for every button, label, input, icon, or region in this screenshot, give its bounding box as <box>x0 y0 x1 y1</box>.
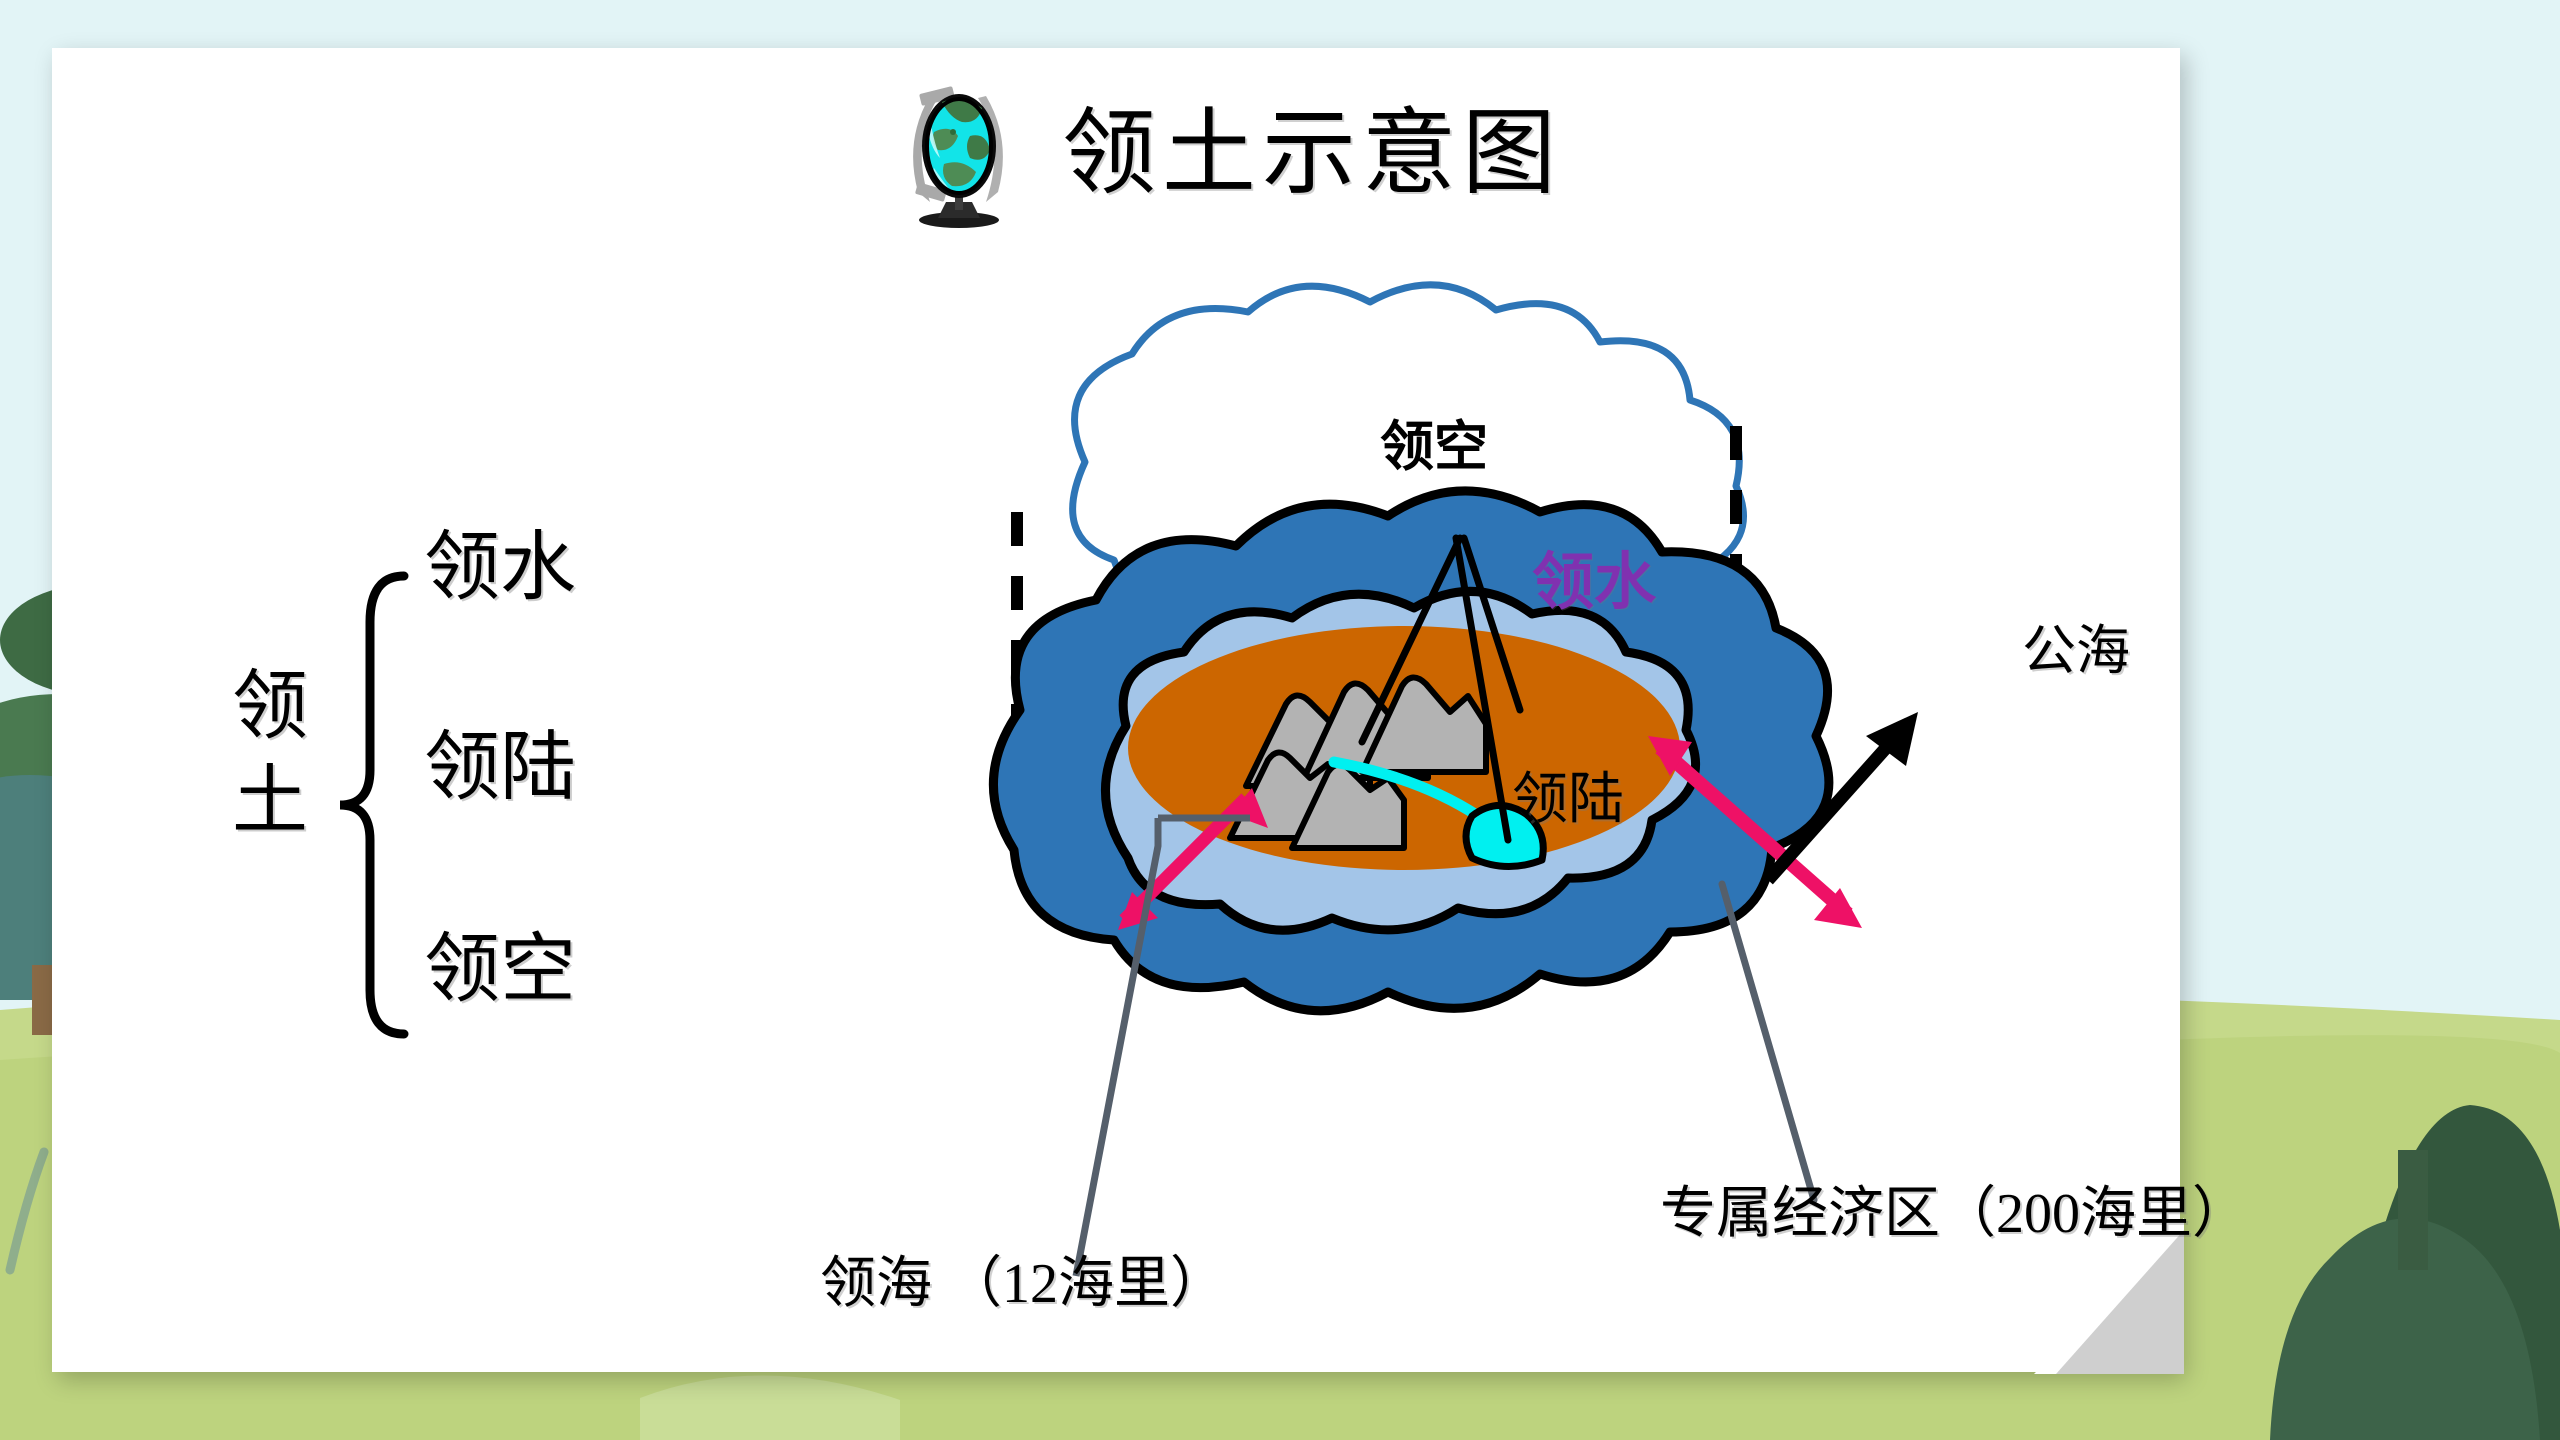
label-territorial-sea: 领海 （12海里） <box>820 1253 1226 1315</box>
title-row: 领土示意图 <box>900 80 1562 228</box>
mountain-range <box>1227 674 1489 851</box>
outline-item-2: 领空 <box>424 928 576 1012</box>
territory-outline: 领土 领水 领陆 领空 <box>196 530 716 1090</box>
label-exclusive-economic-zone: 专属经济区（200海里） <box>1660 1183 2248 1245</box>
bush-bottom <box>640 1375 900 1440</box>
river <box>1328 756 1484 822</box>
territorial-sea-leader-line <box>1072 814 1250 1277</box>
eez-leader-line <box>1718 880 1818 1204</box>
eez-width-arrow <box>1648 736 1862 928</box>
waters-leader-lines <box>1358 534 1524 844</box>
label-territorial-land: 领陆 <box>1512 769 1624 831</box>
outline-item-1: 领陆 <box>424 726 576 810</box>
outline-item-0: 领水 <box>424 526 576 610</box>
label-territorial-waters: 领水 <box>1532 549 1657 617</box>
page-title: 领土示意图 <box>1062 102 1563 206</box>
tree-right-front <box>2270 1150 2540 1440</box>
territory-diagram <box>988 281 1918 1277</box>
label-high-seas: 公海 <box>2022 621 2130 681</box>
outline-root-label: 领土 <box>232 665 308 844</box>
globe-icon <box>913 86 1003 228</box>
label-airspace: 领空 <box>1380 417 1488 477</box>
high-seas-arrow <box>1763 712 1918 885</box>
curly-brace <box>339 571 409 1039</box>
